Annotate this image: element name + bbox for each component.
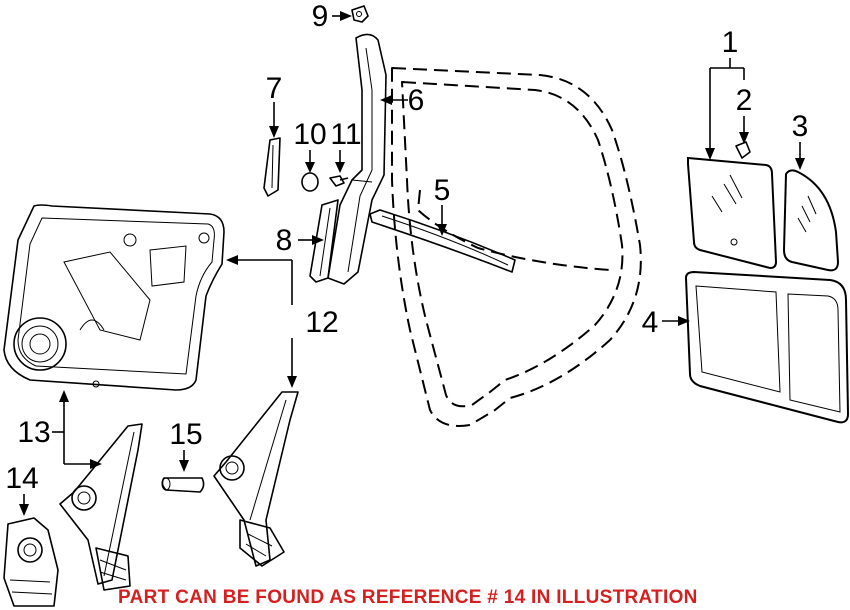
callout-2: 2: [736, 84, 753, 117]
callout-9: 9: [312, 0, 329, 33]
door-inner-panel: [3, 204, 225, 391]
part-11-screw: [329, 175, 349, 187]
part-6-pillar-trim: [327, 33, 387, 285]
callout-15: 15: [169, 418, 202, 451]
callout-13: 13: [17, 416, 50, 449]
part-14-window-motor: [3, 517, 59, 607]
part-15-grommet: [161, 477, 205, 493]
callout-5: 5: [434, 174, 451, 207]
callout-1: 1: [722, 26, 739, 59]
part-9-clip: [351, 5, 369, 23]
reference-note: PART CAN BE FOUND AS REFERENCE # 14 IN I…: [118, 587, 698, 608]
door-frame-outline: [391, 67, 642, 427]
part-3-quarter-glass: [782, 169, 840, 272]
callout-3: 3: [792, 110, 809, 143]
window-regulator-motorized: [59, 423, 143, 591]
part-5-window-channel: [369, 209, 516, 273]
callout-6: 6: [408, 84, 425, 117]
callout-7: 7: [266, 72, 283, 105]
callout-4: 4: [642, 306, 659, 339]
callout-12: 12: [305, 306, 338, 339]
callout-14: 14: [5, 462, 38, 495]
part-1-door-glass: [687, 156, 778, 270]
callout-11: 11: [330, 118, 361, 151]
leader-lines: [19, 11, 805, 516]
callout-8: 8: [276, 224, 293, 257]
part-7-trim-strip: [263, 137, 281, 197]
part-2-glass-clip: [735, 141, 751, 159]
callout-10: 10: [293, 118, 326, 151]
window-regulator: [213, 391, 299, 567]
part-10-cap: [301, 172, 319, 192]
part-4-glass-seal: [684, 270, 850, 424]
part-8-trim-piece: [309, 199, 339, 283]
